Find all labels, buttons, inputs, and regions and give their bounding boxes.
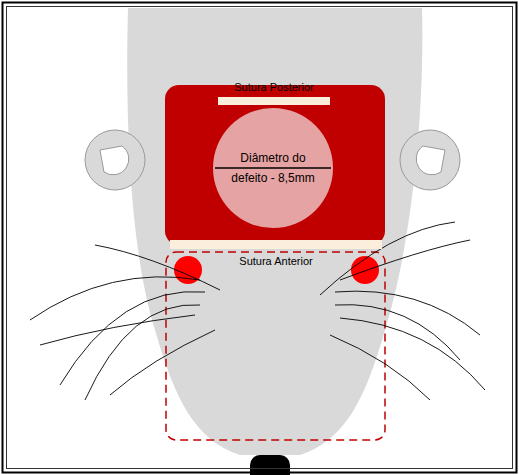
whisker [110,330,215,395]
right-ear [400,130,460,190]
posterior-suture: Sutura Posterior [218,78,330,106]
whisker [320,222,455,295]
whisker [335,305,460,360]
anterior-suture: Sutura Anterior [170,240,382,272]
whiskers [30,222,485,400]
left-ear-inner [100,146,129,175]
defect-circle: Diâmetro do defeito - 8,5mm [213,108,333,228]
diameter-line [215,167,331,169]
whisker [335,291,480,335]
suture-label: Sutura Posterior [198,81,350,94]
incision-area [165,85,385,245]
suture-label: Sutura Anterior [150,255,402,268]
outer-frame [3,3,517,473]
defect-disc [213,108,333,228]
whisker [95,245,220,290]
red-mark [351,256,379,284]
whisker [330,335,430,400]
whisker [30,277,200,320]
whisker [340,318,485,390]
left-ear [85,130,145,190]
suture-band [170,240,382,249]
whisker [85,305,200,400]
circle-outline [213,108,333,228]
head-shape [127,8,422,455]
suture-band [218,97,330,105]
inner-frame [7,7,513,469]
whisker [40,315,195,345]
dimension-label: Diâmetro do defeito - 8,5mm [223,148,323,188]
right-ear-inner [416,146,445,175]
